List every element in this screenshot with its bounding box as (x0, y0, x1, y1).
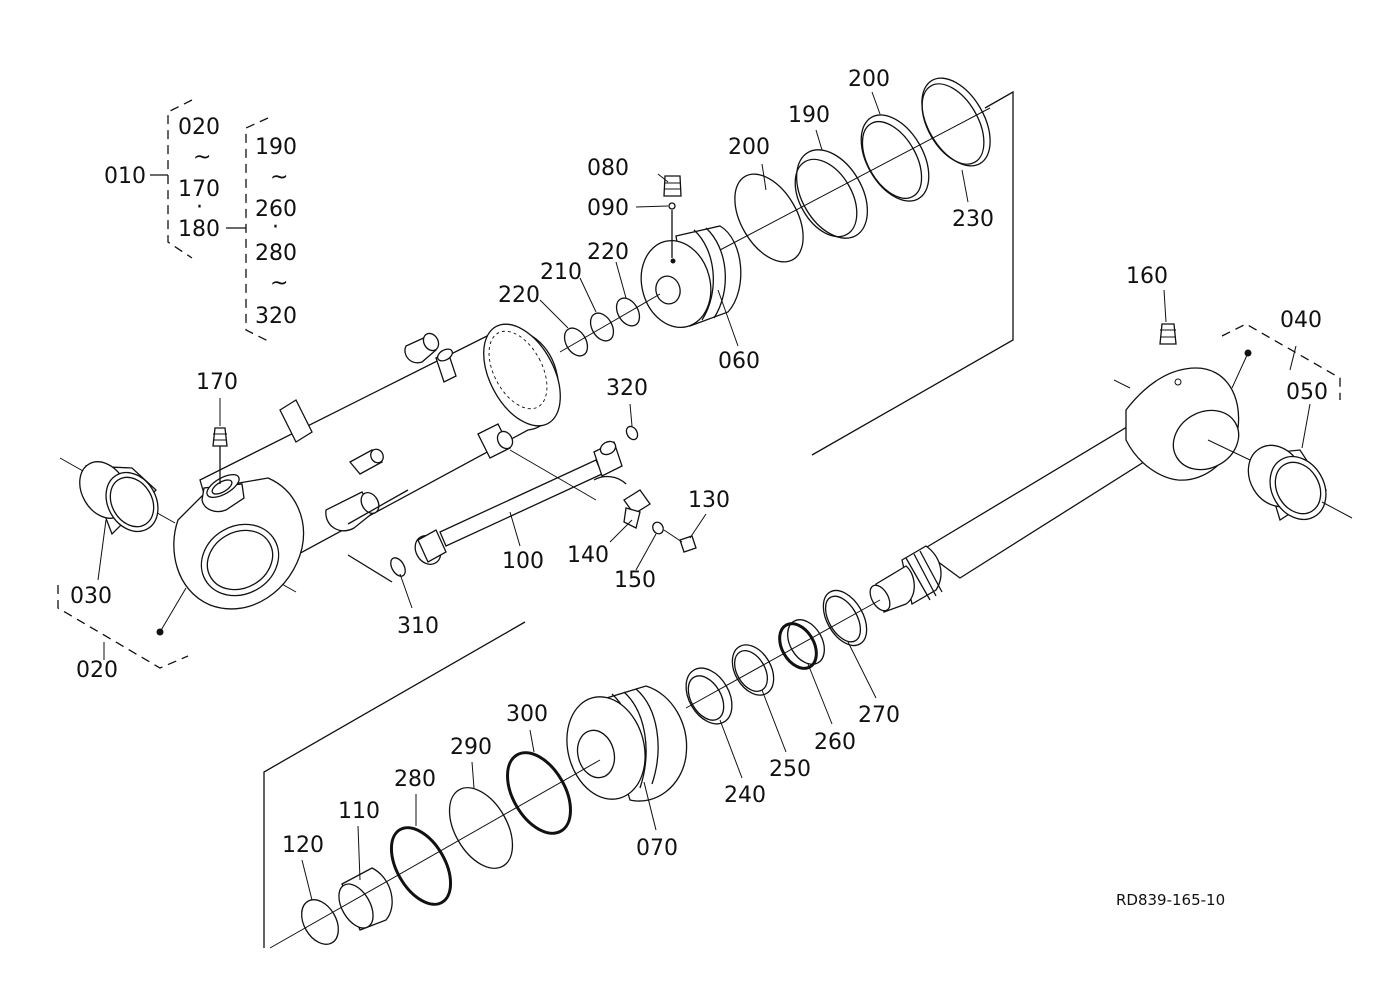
bracket-left-item: 180 (178, 217, 220, 242)
callout-label: 320 (606, 376, 648, 401)
callout-label: 140 (567, 543, 609, 568)
callout-label: 110 (338, 799, 380, 824)
bushing-030 (79, 461, 159, 536)
reference-code: RD839-165-10 (1116, 891, 1225, 909)
cylinder-tube (59, 323, 561, 610)
bracket-right-item: 280 (255, 241, 297, 266)
bracket-main-label: 010 (104, 164, 146, 189)
piston-rod (869, 367, 1251, 613)
callout-label: 280 (394, 767, 436, 792)
callout-label: 100 (502, 549, 544, 574)
callout-label: 130 (688, 488, 730, 513)
callout-label: 250 (769, 757, 811, 782)
callout-label: 220 (587, 240, 629, 265)
pipe-assembly (390, 423, 697, 577)
callout-label: 020 (76, 658, 118, 683)
dashed-brackets (57, 323, 1341, 669)
callout-label: 310 (397, 614, 439, 639)
callout-label: 210 (540, 260, 582, 285)
callout-label: 050 (1286, 380, 1328, 405)
seal-rings (269, 77, 991, 949)
bracket-left-item: · (196, 195, 203, 220)
callout-label: 160 (1126, 264, 1168, 289)
callout-label: 300 (506, 702, 548, 727)
callout-label: 230 (952, 207, 994, 232)
bracket-left-item: 020 (178, 115, 220, 140)
callout-label: 150 (614, 568, 656, 593)
callout-label: 240 (724, 783, 766, 808)
callout-label: 290 (450, 735, 492, 760)
callout-label: 070 (636, 836, 678, 861)
callout-label: 200 (728, 135, 770, 160)
callout-label: 170 (196, 370, 238, 395)
callout-label: 040 (1280, 308, 1322, 333)
frame-lines (263, 90, 1014, 948)
bracket-right-item: 320 (255, 304, 297, 329)
bracket-right-item: ~ (270, 271, 288, 296)
bracket-left-item: 170 (178, 177, 220, 202)
bracket-right-item: · (272, 215, 279, 240)
callout-label: 260 (814, 730, 856, 755)
bracket-right-item: 260 (255, 197, 297, 222)
piston-070 (566, 685, 688, 802)
callout-label: 060 (718, 349, 760, 374)
callout-label: 190 (788, 103, 830, 128)
callout-labels: 080 090 200 190 200 230 220 210 220 060 … (70, 67, 1328, 861)
callout-label: 120 (282, 833, 324, 858)
callout-label: 090 (587, 196, 629, 221)
callout-label: 220 (498, 283, 540, 308)
callout-label: 270 (858, 703, 900, 728)
callout-label: 030 (70, 584, 112, 609)
bracket-right-item: 190 (255, 135, 297, 160)
grease-fittings (212, 175, 1177, 484)
bracket-left-item: ~ (193, 145, 211, 170)
bracket-right-item: ~ (270, 165, 288, 190)
callout-label: 200 (848, 67, 890, 92)
callout-label: 080 (587, 156, 629, 181)
rod-guide-060 (640, 225, 742, 329)
leader-lines (97, 91, 1311, 901)
bushing-050 (1247, 444, 1353, 522)
assembly-bracket: 010 020 ~ 170 · 180 190 ~ 260 · 280 ~ 32… (104, 99, 297, 343)
